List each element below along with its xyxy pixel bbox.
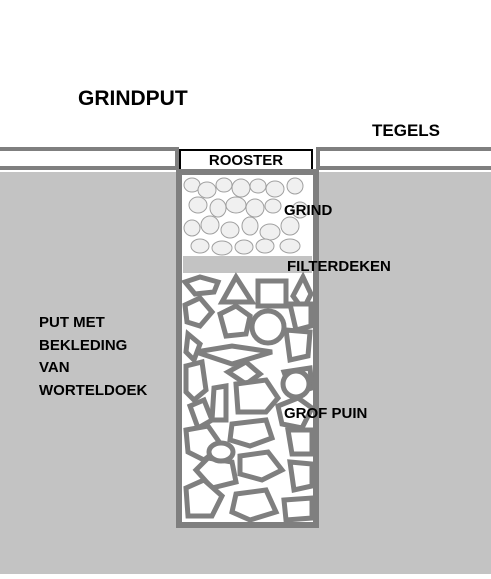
label-rooster: ROOSTER: [208, 152, 284, 169]
gravel-pebble: [231, 178, 251, 198]
ground-soil: [0, 172, 491, 574]
tile-layer-left: [0, 147, 179, 170]
gravel-pebble: [211, 240, 233, 256]
rubble-piece: [223, 358, 265, 388]
rubble-piece: [287, 459, 315, 494]
gravel-pebble: [245, 198, 265, 218]
rubble-stone: [280, 368, 312, 400]
gravel-pebble: [209, 198, 227, 218]
rubble-piece: [195, 343, 273, 367]
rubble-piece: [229, 487, 280, 523]
rubble-stone: [249, 308, 287, 346]
label-tegels: TEGELS: [372, 121, 441, 140]
label-put-line-3: VAN: [39, 359, 70, 376]
rubble-piece: [217, 303, 253, 339]
label-put-line-4: WORTELDOEK: [39, 381, 148, 399]
label-grind: GRIND: [284, 202, 333, 219]
rubble-piece: [183, 329, 203, 365]
gravel-pebble: [264, 198, 282, 214]
rubble-piece: [186, 396, 216, 432]
rubble-piece: [281, 495, 315, 523]
rubble-stone: [206, 440, 236, 464]
rubble-piece: [285, 427, 315, 457]
gravel-pebble: [279, 238, 301, 254]
rubble-piece: [180, 274, 222, 297]
rubble-piece: [209, 383, 229, 423]
rubble-piece: [283, 327, 313, 364]
label-grof-puin: GROF PUIN: [284, 405, 368, 422]
rubble-piece: [183, 477, 226, 519]
gravel-pebble: [183, 219, 201, 237]
gravel-pebble: [190, 238, 210, 254]
gravel-pebble: [200, 215, 220, 235]
rubble-piece: [255, 278, 289, 309]
rubble-piece: [237, 449, 286, 483]
label-put-line-1: PUT MET: [39, 314, 105, 331]
rubble-piece: [182, 294, 216, 329]
gravel-pebble: [188, 196, 208, 214]
diagram-title: GRINDPUT: [78, 87, 188, 110]
gravel-pebble: [220, 221, 240, 239]
rubble-piece: [286, 301, 314, 334]
gravel-pebble: [265, 180, 285, 198]
gravel-pebble: [259, 223, 281, 241]
gravel-pebble: [215, 177, 233, 193]
gravel-pebble: [241, 216, 259, 236]
label-put-line-2: BEKLEDING: [39, 336, 128, 354]
filter-blanket-layer: [183, 256, 312, 273]
gravel-pebble: [234, 239, 254, 255]
rubble-piece: [233, 377, 282, 415]
label-filterdeken: FILTERDEKEN: [287, 258, 391, 275]
gravel-pebble: [291, 201, 309, 219]
rubble-layer: [180, 271, 316, 523]
rubble-piece: [227, 417, 276, 449]
gravel-pebble: [255, 238, 275, 254]
gravel-pebble: [280, 216, 300, 236]
label-put-met-bekleding: PUT MET BEKLEDING VAN WORTELDOEK: [39, 312, 147, 402]
gravel-layer: [183, 177, 309, 256]
gravel-pebble: [197, 181, 217, 199]
rubble-piece: [217, 272, 257, 305]
rubble-piece: [183, 358, 209, 404]
gravel-pebble: [225, 196, 247, 214]
tile-layer-right: [316, 147, 491, 170]
gravel-pebble: [286, 177, 304, 195]
gravel-pebble: [249, 178, 267, 194]
